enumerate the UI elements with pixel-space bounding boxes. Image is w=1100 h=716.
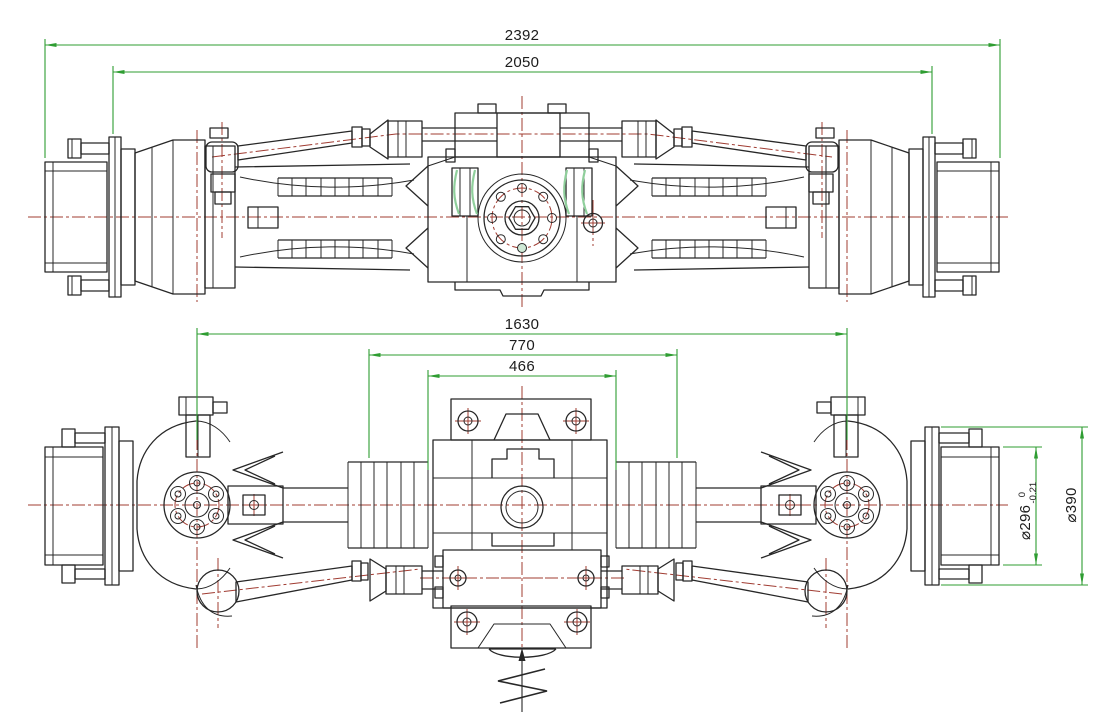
axle-tube-right-front <box>615 163 810 271</box>
wheel-hub-right-front <box>908 136 1000 298</box>
center-housing-plan <box>432 398 610 658</box>
dim-kingpin-span-label: 1630 <box>505 316 540 333</box>
axle-tube-right-plan <box>615 461 761 549</box>
tie-rod-assembly-front <box>237 119 839 205</box>
bearing-cap-accents <box>453 169 589 215</box>
wheel-hub-left-plan <box>44 426 134 586</box>
dim-inner-span-label: 770 <box>509 337 535 354</box>
tie-rod-right-plan <box>601 558 809 603</box>
dim-hub-pilot-dia-value: ⌀296 <box>1017 505 1034 540</box>
dim-hub-pilot-tol-upper: 0 <box>1017 492 1028 497</box>
differential-housing-front <box>427 103 617 297</box>
dim-housing-span-label: 466 <box>509 358 535 375</box>
tie-rod-left-plan <box>235 558 443 603</box>
dimension-labels: 2392 2050 1630 770 466 ⌀296 0 -0.21 ⌀390 <box>505 27 1080 540</box>
axle-tube-left-plan <box>283 461 429 549</box>
dimension-layer <box>44 39 1088 586</box>
steering-knuckle-right-plan <box>760 396 908 617</box>
front-view <box>44 103 1000 298</box>
axle-tube-left-front <box>234 163 429 271</box>
dim-hub-pilot-tol-lower: -0.21 <box>1028 482 1039 504</box>
dim-hub-pilot-dia-label: ⌀296 0 -0.21 <box>1012 482 1039 540</box>
steering-knuckle-left-plan <box>136 396 284 617</box>
dim-flange-span-label: 2050 <box>505 54 540 71</box>
steering-knuckle-left-front <box>134 127 239 295</box>
plan-view <box>44 396 1000 712</box>
dim-hub-flange-dia-label: ⌀390 <box>1063 487 1080 522</box>
break-symbol <box>497 648 548 712</box>
wheel-hub-right-plan <box>910 426 1000 586</box>
dim-overall-width-label: 2392 <box>505 27 540 44</box>
